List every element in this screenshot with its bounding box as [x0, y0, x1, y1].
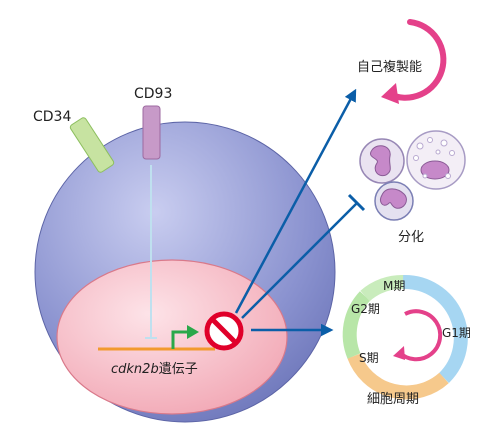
phase-g1-label: G1期 — [442, 326, 471, 340]
differentiation-label: 分化 — [398, 230, 424, 245]
granulocyte-icon-2 — [406, 130, 466, 190]
cd93-label: CD93 — [134, 86, 172, 102]
cell-cycle-inner-arrowhead — [393, 346, 405, 360]
cell-cycle-inner-arrow — [397, 309, 443, 362]
cd34-label: CD34 — [33, 109, 71, 125]
promoter-arrow-icon — [171, 330, 189, 349]
neutrophil-icon — [374, 181, 414, 221]
self-renewal-label: 自己複製能 — [357, 59, 422, 75]
promoter-arrowhead — [187, 325, 199, 339]
self-renewal-arrowhead — [381, 83, 399, 104]
cd34-marker — [69, 117, 115, 173]
phase-m-label: M期 — [383, 279, 405, 293]
granulocyte-icon-1 — [359, 138, 405, 184]
cell-cycle-ring — [342, 274, 468, 400]
cell-cycle-label: 細胞周期 — [367, 392, 419, 407]
phase-g2-label: G2期 — [351, 302, 380, 316]
inhibit-to-differentiation — [241, 202, 358, 319]
self-renewal-cycle-icon — [386, 19, 447, 101]
phase-s-label: S期 — [359, 351, 379, 365]
inhibit-bar — [347, 193, 366, 212]
no-entry-sign-icon — [204, 311, 244, 351]
gene-label: cdkn2b遺伝子 — [111, 362, 198, 377]
cd93-marker — [142, 105, 161, 160]
arrow-to-self-renewal — [234, 88, 357, 314]
